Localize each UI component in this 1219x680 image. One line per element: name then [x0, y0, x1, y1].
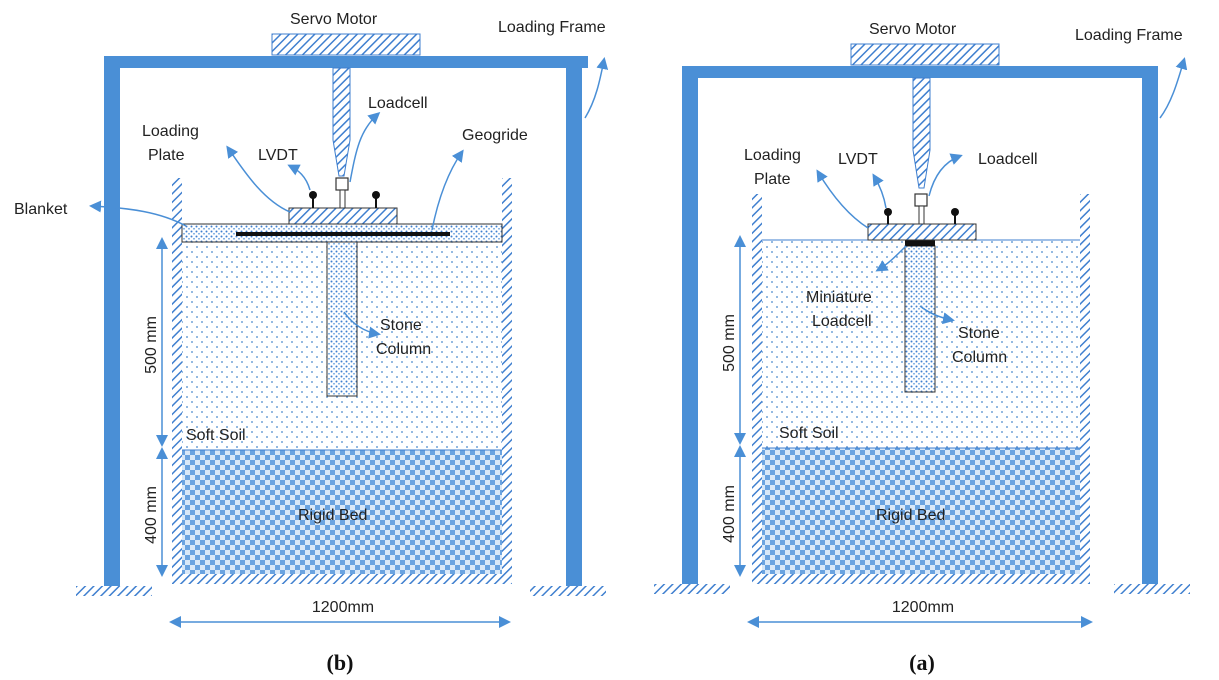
servo-motor-label: Servo Motor: [869, 21, 957, 38]
actuator-rod: [332, 67, 351, 177]
frame-left-base: [76, 586, 152, 596]
loading-label: Loading: [744, 147, 801, 164]
panel-a: Servo Motor Loading: [654, 21, 1190, 675]
geogride-arrow: [431, 149, 464, 231]
loadcell-arrow: [349, 112, 381, 183]
stone-column-arrow: [919, 305, 955, 325]
loading-frame-right-column: [1142, 66, 1158, 584]
loading-frame-beam: [682, 66, 1158, 78]
loading-frame-arrow: [584, 57, 609, 119]
rigid-bed: [762, 448, 1080, 574]
actuator-rod: [912, 77, 931, 189]
geogrid: [236, 232, 450, 236]
miniature-loadcell-arrow: [875, 245, 907, 272]
loadcell-label: Loadcell: [978, 151, 1038, 168]
loading-plate: [867, 223, 977, 241]
plate-label: Plate: [754, 171, 791, 188]
miniature-label: Miniature: [806, 289, 872, 306]
loading-frame-label: Loading Frame: [1075, 27, 1183, 44]
dim-width-label: 1200mm: [892, 599, 954, 616]
loading-frame-left-column: [682, 66, 698, 584]
lvdt-right: [372, 191, 380, 199]
stone-column-arrow: [343, 311, 381, 339]
column-label: Column: [376, 341, 431, 358]
soft-soil-label: Soft Soil: [779, 425, 839, 442]
dim-400-label: 400 mm: [721, 485, 738, 543]
loading-plate: [288, 207, 398, 225]
tank-base: [752, 574, 1090, 584]
servo-motor: [850, 43, 1000, 66]
caption-a: (a): [909, 650, 935, 675]
lvdt-label: LVDT: [838, 151, 878, 168]
servo-motor: [271, 33, 421, 56]
loading-frame-label: Loading Frame: [498, 19, 606, 36]
loading-frame-right-column: [566, 56, 582, 586]
tank-right-wall: [1080, 194, 1090, 584]
geogride-label: Geogride: [462, 127, 528, 144]
loading-frame-arrow: [1159, 57, 1188, 119]
tank-left-wall: [752, 194, 762, 584]
loading-plate-arrow: [226, 145, 291, 213]
plate-label: Plate: [148, 147, 185, 164]
blanket-label: Blanket: [14, 201, 68, 218]
dim-500-label: 500 mm: [143, 316, 160, 374]
miniature-loadcell: [905, 240, 935, 246]
loadcell-label: Loadcell: [368, 95, 428, 112]
soft-soil-label: Soft Soil: [186, 427, 246, 444]
miniature-loadcell-label: Loadcell: [812, 313, 872, 330]
tank-right-wall: [502, 178, 512, 584]
loadcell: [335, 177, 349, 191]
column-label: Column: [952, 349, 1007, 366]
loading-frame-beam: [104, 56, 588, 68]
tank-left-wall: [172, 178, 182, 584]
stone-label: Stone: [380, 317, 422, 334]
lvdt-left: [884, 208, 892, 216]
lvdt-arrow: [872, 173, 887, 209]
stone-column: [904, 245, 936, 393]
lvdt-right: [951, 208, 959, 216]
frame-right-base: [530, 586, 606, 596]
frame-left-base: [654, 584, 730, 594]
rigid-bed: [182, 450, 502, 574]
stone-column: [326, 241, 358, 397]
rigid-bed-label: Rigid Bed: [876, 507, 945, 524]
loading-plate-arrow: [816, 169, 869, 229]
frame-right-base: [1114, 584, 1190, 594]
loadcell-stem: [339, 189, 346, 209]
lvdt-left: [309, 191, 317, 199]
loading-label: Loading: [142, 123, 199, 140]
loadcell-stem: [918, 205, 925, 225]
tank-base: [172, 574, 512, 584]
loadcell: [914, 193, 928, 207]
loading-frame-left-column: [104, 56, 120, 586]
dim-width-label: 1200mm: [312, 599, 374, 616]
dim-400-label: 400 mm: [143, 486, 160, 544]
stone-label: Stone: [958, 325, 1000, 342]
servo-motor-label: Servo Motor: [290, 11, 378, 28]
rigid-bed-label: Rigid Bed: [298, 507, 367, 524]
caption-b: (b): [327, 650, 354, 675]
lvdt-arrow: [287, 164, 311, 191]
dim-500-label: 500 mm: [721, 314, 738, 372]
panel-b: Servo Motor: [14, 11, 609, 675]
loadcell-arrow: [928, 153, 963, 197]
lvdt-label: LVDT: [258, 147, 298, 164]
blanket-arrow: [89, 200, 187, 227]
